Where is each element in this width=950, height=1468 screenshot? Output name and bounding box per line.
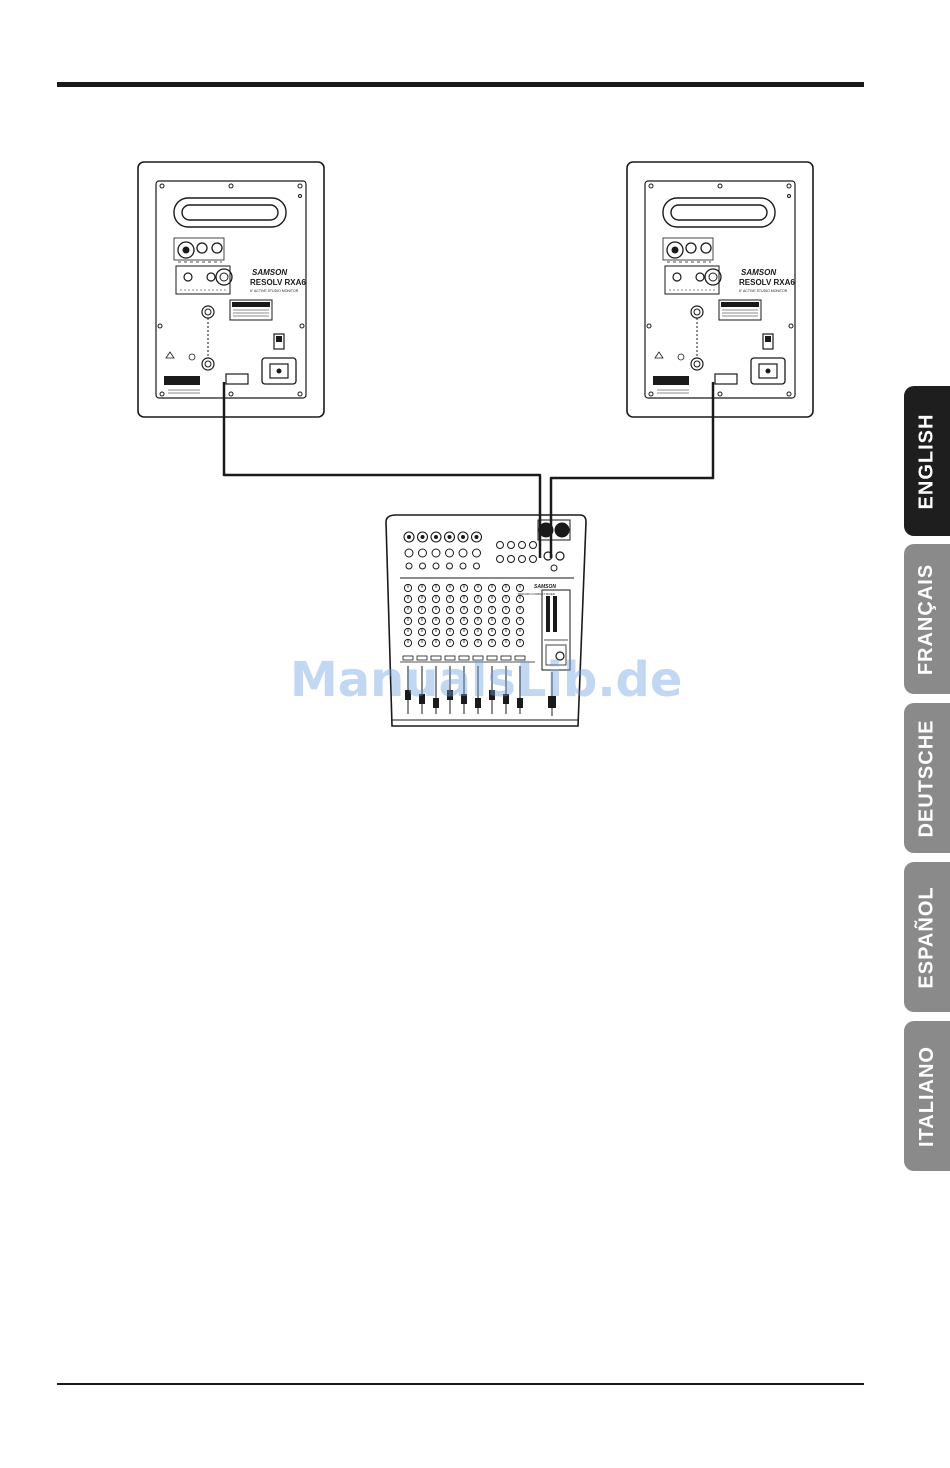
tab-english-label: ENGLISH <box>916 413 939 509</box>
left-speaker: SAMSON RESOLV RXA6 6" ACTIVE STUDIO MONI… <box>138 162 324 417</box>
right-cable <box>551 382 713 558</box>
tab-espanol-label: ESPAÑOL <box>916 886 939 988</box>
right-speaker-tagline: 6" ACTIVE STUDIO MONITOR <box>739 289 788 293</box>
footer-rule <box>57 1383 864 1385</box>
tab-english[interactable]: ENGLISH <box>904 386 950 536</box>
tab-francais-label: FRANÇAIS <box>916 563 939 674</box>
right-speaker-model: RESOLV RXA6 <box>739 278 795 287</box>
cables <box>224 382 713 558</box>
right-speaker: SAMSON RESOLV RXA6 6" ACTIVE STUDIO MONI… <box>627 162 813 417</box>
mixer-model: MDR1064 COMPACT MIXER <box>518 592 555 596</box>
tab-francais[interactable]: FRANÇAIS <box>904 544 950 694</box>
tab-italiano-label: ITALIANO <box>916 1046 939 1147</box>
tab-deutsche[interactable]: DEUTSCHE <box>904 703 950 853</box>
tab-deutsche-label: DEUTSCHE <box>916 719 939 837</box>
left-speaker-tagline: 6" ACTIVE STUDIO MONITOR <box>250 289 299 293</box>
tab-italiano[interactable]: ITALIANO <box>904 1021 950 1171</box>
left-speaker-model: RESOLV RXA6 <box>250 278 306 287</box>
left-cable <box>224 382 540 558</box>
tab-espanol[interactable]: ESPAÑOL <box>904 862 950 1012</box>
right-speaker-brand: SAMSON <box>741 268 776 277</box>
mixer-brand: SAMSON <box>534 584 556 590</box>
watermark: ManualsLib.de <box>290 648 670 712</box>
left-speaker-brand: SAMSON <box>252 268 287 277</box>
